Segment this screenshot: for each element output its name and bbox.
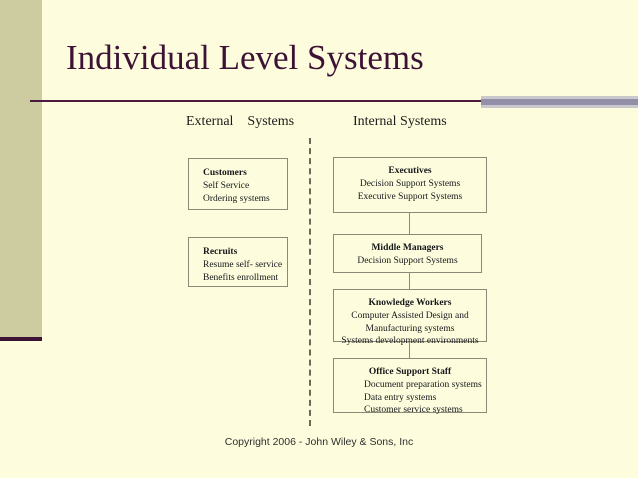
node-customers-title: Customers — [203, 168, 247, 178]
node-customers-line-2: Ordering systems — [203, 193, 270, 204]
node-middle-managers-title: Middle Managers — [371, 243, 444, 253]
column-divider-dashed — [309, 138, 311, 426]
sidebar-bottom-rule — [0, 337, 42, 341]
header-accent-block-inner — [481, 99, 638, 105]
node-executives-line-1: Decision Support Systems — [359, 179, 461, 189]
node-customers: Customers Self Service Ordering systems — [188, 158, 288, 210]
node-customers-line-1: Self Service — [203, 181, 250, 191]
node-knowledge-workers-title: Knowledge Workers — [368, 298, 452, 308]
page-title: Individual Level Systems — [66, 38, 424, 77]
connector-knowledge-workers-to-office-support — [409, 342, 410, 358]
node-executives-line-2: Executive Support Systems — [357, 191, 463, 202]
sidebar-decoration-band — [0, 0, 42, 337]
connector-middle-managers-to-knowledge-workers — [409, 273, 410, 289]
node-office-support-staff: Office Support Staff Document preparatio… — [333, 358, 487, 415]
column-heading-internal: Internal Systems — [353, 114, 447, 129]
node-executives-title: Executives — [388, 166, 432, 176]
node-executives: Executives Decision Support Systems Exec… — [333, 157, 487, 213]
node-recruits-title: Recruits — [203, 247, 238, 257]
node-office-support-staff-line-2: Data entry systems — [364, 392, 437, 403]
node-middle-managers: Middle Managers Decision Support Systems — [333, 234, 482, 273]
node-middle-managers-line-1: Decision Support Systems — [357, 256, 458, 266]
connector-executives-to-middle-managers — [409, 213, 410, 234]
node-recruits: Recruits Resume self- service Benefits e… — [188, 237, 288, 287]
title-underline-rule — [30, 100, 482, 102]
node-office-support-staff-title: Office Support Staff — [368, 367, 452, 377]
column-heading-external: External Systems — [186, 114, 295, 129]
node-knowledge-workers-line-2: Manufacturing systems — [365, 323, 455, 334]
node-office-support-staff-line-1: Document preparation systems — [364, 380, 482, 390]
node-knowledge-workers: Knowledge Workers Computer Assisted Desi… — [333, 289, 487, 346]
node-recruits-line-1: Resume self- service — [203, 260, 283, 270]
node-knowledge-workers-line-3: Systems development environments — [341, 336, 479, 346]
node-knowledge-workers-line-1: Computer Assisted Design and — [351, 311, 469, 321]
node-office-support-staff-line-3: Customer service systems — [364, 405, 463, 415]
node-recruits-line-2: Benefits enrollment — [203, 272, 279, 283]
footer-copyright: Copyright 2006 - John Wiley & Sons, Inc — [224, 436, 414, 448]
